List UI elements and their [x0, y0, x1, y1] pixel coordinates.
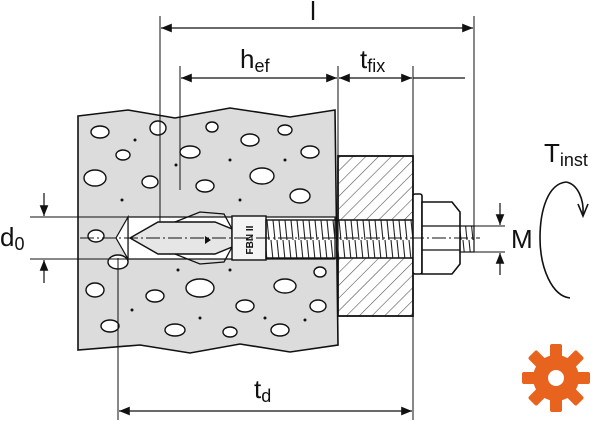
label-hef: hef — [240, 44, 270, 76]
gear-logo-icon — [522, 344, 590, 412]
washer — [412, 193, 423, 275]
label-tfix: tfix — [360, 44, 385, 76]
label-tinst: Tinst — [544, 138, 588, 170]
label-td: td — [254, 374, 271, 406]
label-d0: d0 — [0, 222, 24, 254]
anchor-mark: FBN II — [245, 225, 256, 254]
rotation-arrow-icon — [539, 181, 589, 299]
label-m: M — [511, 224, 533, 254]
label-l: l — [310, 0, 316, 26]
threaded-rod — [265, 219, 417, 259]
